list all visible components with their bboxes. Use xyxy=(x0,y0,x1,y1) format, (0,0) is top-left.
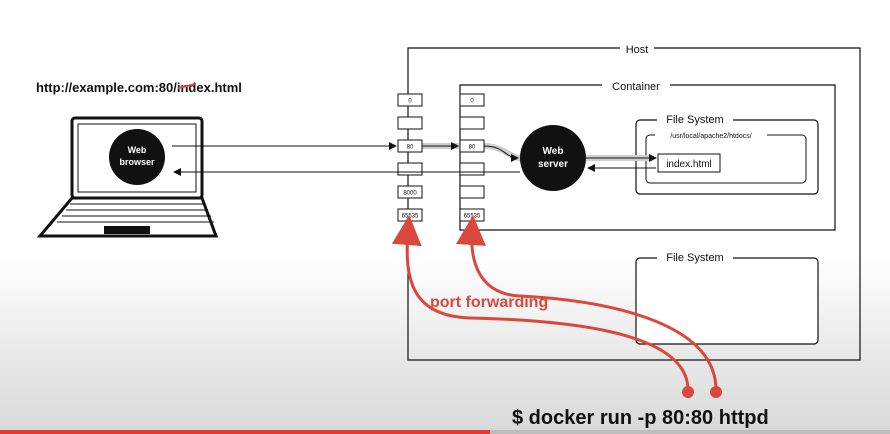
url-port-strike xyxy=(177,83,197,89)
index-html-label: index.html xyxy=(666,159,712,170)
docker-command: $ docker run -p 80:80 httpd xyxy=(512,407,769,429)
url-suffix: /index.html xyxy=(173,80,242,95)
host-title: Host xyxy=(626,44,649,56)
host-port-0-label: 0 xyxy=(408,99,412,105)
port-forward-dot-container xyxy=(710,386,722,398)
host-port-0 xyxy=(397,93,423,107)
video-progress-fill xyxy=(0,430,490,434)
laptop-icon xyxy=(36,116,219,238)
web-server-label-2: server xyxy=(538,159,568,170)
container-port-80-label: 80 xyxy=(469,145,476,151)
host-port-1 xyxy=(397,116,423,130)
fs-host-box xyxy=(635,257,819,345)
fs-container-title-bg xyxy=(657,113,733,125)
container-port-0 xyxy=(459,93,485,107)
fs-path-text: /usr/local/apache2/htdocs/ xyxy=(670,133,751,140)
web-browser-circle xyxy=(109,129,165,185)
browser-label-2: browser xyxy=(119,157,155,167)
container-box xyxy=(459,84,836,231)
url-port: 80 xyxy=(159,80,173,95)
host-port-column: 0 80 8000 65535 xyxy=(397,93,423,222)
host-port-80-label: 80 xyxy=(407,145,414,151)
container-port-4 xyxy=(459,185,485,199)
video-progress-bar[interactable] xyxy=(0,430,890,434)
url-text: http://example.com:80/index.html xyxy=(36,80,242,95)
host-port-8000-label: 8000 xyxy=(403,191,417,197)
fs-host-title-bg xyxy=(657,251,733,263)
request-arrow-container-server xyxy=(483,145,519,162)
container-port-3 xyxy=(459,162,485,176)
host-port-65535-label: 65535 xyxy=(402,214,419,220)
fs-path-bg xyxy=(655,130,767,140)
web-server-label-1: Web xyxy=(543,146,564,157)
container-port-column: 0 80 65535 xyxy=(459,93,485,222)
container-port-0-label: 0 xyxy=(470,99,474,105)
port-forward-curve-host xyxy=(391,215,690,391)
browser-label-1: Web xyxy=(128,145,147,155)
port-forwarding-label: port forwarding xyxy=(430,294,548,311)
port-forward-dot-host xyxy=(682,386,694,398)
container-title: Container xyxy=(612,81,660,93)
host-port-3 xyxy=(397,162,423,176)
url-prefix: http://example.com: xyxy=(36,80,159,95)
fs-host-title: File System xyxy=(666,252,723,264)
index-html-file xyxy=(657,153,721,173)
host-box xyxy=(407,47,861,361)
container-port-1 xyxy=(459,116,485,130)
port-forward-curve-container xyxy=(456,215,718,391)
web-server-circle xyxy=(520,125,586,191)
host-port-8000 xyxy=(397,185,423,199)
fs-container-title: File System xyxy=(666,114,723,126)
container-port-65535-label: 65535 xyxy=(464,214,481,220)
